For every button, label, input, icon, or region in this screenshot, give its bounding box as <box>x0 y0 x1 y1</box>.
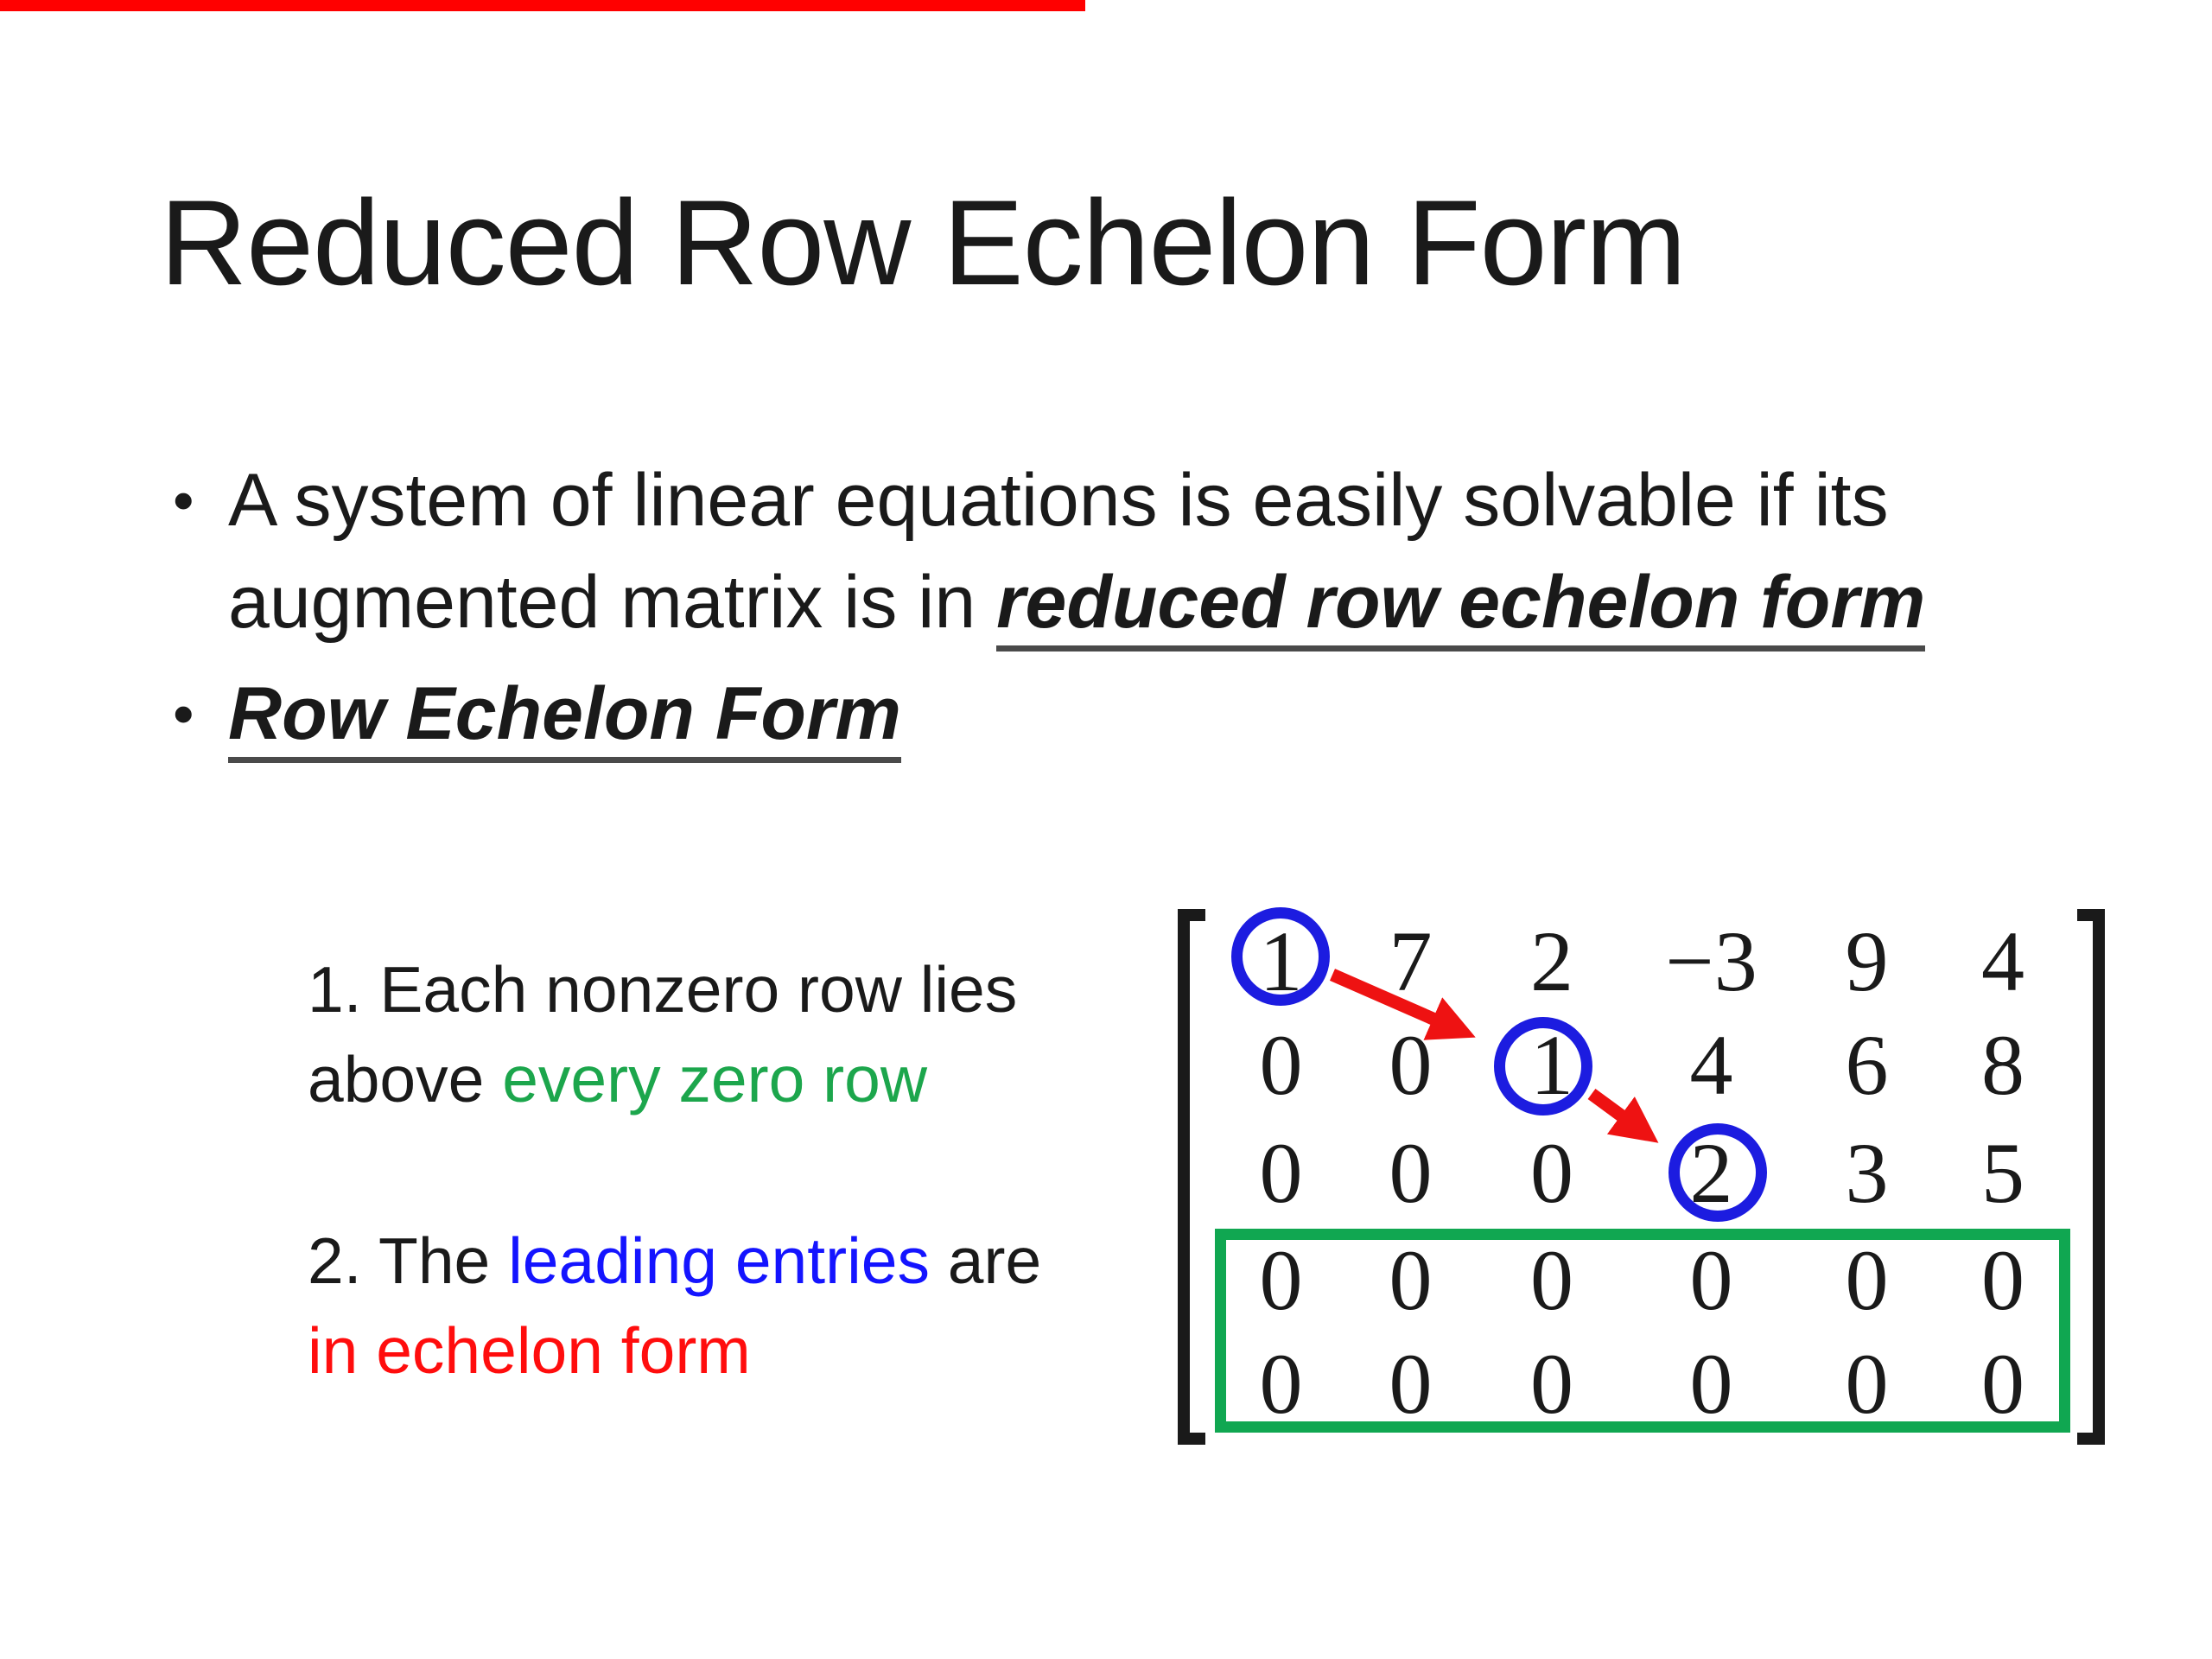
matrix-cell: 4 <box>1981 912 2024 1009</box>
matrix-cell: 0 <box>1530 1125 1573 1221</box>
bullet-item-2: • Row Echelon Form <box>173 663 901 765</box>
rule-2-line-1-suffix: are <box>929 1224 1042 1297</box>
matrix-cell: 0 <box>1689 1335 1733 1432</box>
matrix-cell: 3 <box>1845 1125 1889 1221</box>
matrix: 1 7 2 −3 9 4 0 0 1 4 6 8 0 0 0 2 3 5 0 0… <box>1217 911 2067 1434</box>
bullet-1-text: A system of linear equations is easily s… <box>228 449 1926 653</box>
matrix-cell: 0 <box>1389 1335 1433 1432</box>
bullet-icon: • <box>173 680 194 747</box>
matrix-cell: 0 <box>1845 1231 1889 1328</box>
matrix-cell: 2 <box>1530 912 1573 1009</box>
in-echelon-form-highlight: in echelon form <box>308 1314 751 1387</box>
matrix-cell: 0 <box>1389 1125 1433 1221</box>
rule-2-line-1: 2. The leading entries are <box>308 1216 1041 1306</box>
reduced-row-echelon-form-emphasis: reduced row echelon form <box>996 561 1926 652</box>
matrix-cell: 0 <box>1389 1231 1433 1328</box>
matrix-bracket-right-icon <box>2077 909 2105 1445</box>
rule-1: 1. Each nonzero row lies above every zer… <box>308 944 1017 1124</box>
matrix-cell: 0 <box>1259 1017 1303 1113</box>
matrix-cell: 0 <box>1981 1231 2024 1328</box>
matrix-cell: 7 <box>1389 912 1433 1009</box>
matrix-cell: 6 <box>1845 1017 1889 1113</box>
rule-2: 2. The leading entries are in echelon fo… <box>308 1216 1041 1395</box>
row-echelon-form-emphasis: Row Echelon Form <box>228 672 901 763</box>
matrix-cell: 0 <box>1689 1231 1733 1328</box>
matrix-cell: 0 <box>1259 1125 1303 1221</box>
bullet-2-line: Row Echelon Form <box>228 663 901 765</box>
every-zero-row-highlight: every zero row <box>502 1043 928 1116</box>
matrix-cell: 0 <box>1530 1231 1573 1328</box>
leading-entry-circle-2 <box>1494 1017 1592 1116</box>
bullet-1-line-1: A system of linear equations is easily s… <box>228 459 1889 542</box>
rule-1-line-2-prefix: above <box>308 1043 503 1116</box>
leading-entry-circle-1 <box>1231 907 1330 1006</box>
bullet-1-line-2-prefix: augmented matrix is in <box>228 561 997 644</box>
matrix-cell: 0 <box>1259 1335 1303 1432</box>
matrix-cell: 0 <box>1530 1335 1573 1432</box>
leading-entries-highlight: leading entries <box>508 1224 930 1297</box>
zero-rows-highlight-box <box>1215 1229 2070 1433</box>
matrix-cell: 0 <box>1259 1231 1303 1328</box>
matrix-cell: 0 <box>1389 1017 1433 1113</box>
matrix-bracket-left-icon <box>1178 909 1205 1445</box>
matrix-cell: −3 <box>1665 912 1758 1009</box>
video-progress-bar[interactable] <box>0 0 1085 11</box>
bullet-item-1: • A system of linear equations is easily… <box>173 449 1926 653</box>
rule-1-line-2: above every zero row <box>308 1034 1017 1124</box>
matrix-cell: 8 <box>1981 1017 2024 1113</box>
slide-title: Reduced Row Echelon Form <box>160 175 1687 310</box>
matrix-cell: 9 <box>1845 912 1889 1009</box>
matrix-cell: 0 <box>1845 1335 1889 1432</box>
matrix-cell: 4 <box>1689 1017 1733 1113</box>
bullet-2-text: Row Echelon Form <box>228 663 901 765</box>
bullet-1-line-2: augmented matrix is in reduced row echel… <box>228 551 1926 653</box>
leading-entry-circle-3 <box>1669 1123 1767 1222</box>
matrix-cell: 0 <box>1981 1335 2024 1432</box>
bullet-icon: • <box>173 467 194 534</box>
matrix-cell: 5 <box>1981 1125 2024 1221</box>
rule-1-line-1: 1. Each nonzero row lies <box>308 953 1018 1026</box>
rule-2-line-1-prefix: 2. The <box>308 1224 509 1297</box>
